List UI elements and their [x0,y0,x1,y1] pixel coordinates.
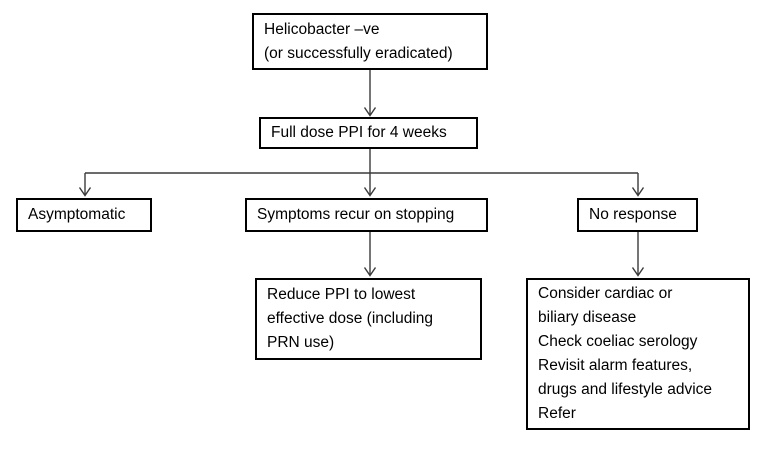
node-text-line: Symptoms recur on stopping [257,206,455,223]
node-asymptomatic: Asymptomatic [16,198,152,232]
arrow-helicobacter-to-fulldose [363,70,377,117]
node-full-dose-ppi: Full dose PPI for 4 weeks [259,117,478,149]
node-helicobacter-negative: Helicobacter –ve (or successfully eradic… [252,13,488,70]
node-text-line: Reduce PPI to lowest [267,286,416,303]
node-text-line: (or successfully eradicated) [264,44,453,62]
node-text-line: Check coeliac serology [538,333,698,350]
node-text-line: Asymptomatic [28,206,126,223]
node-text-line: Full dose PPI for 4 weeks [271,124,447,141]
node-text-line: drugs and lifestyle advice [538,381,713,398]
node-text-line: Revisit alarm features, [538,357,693,374]
node-text-line: Refer [538,405,576,422]
node-text-line: Consider cardiac or [538,285,673,302]
node-text-line: PRN use) [267,334,335,351]
node-consider-cardiac: Consider cardiac or biliary disease Chec… [526,278,750,430]
node-reduce-ppi: Reduce PPI to lowest effective dose (inc… [255,278,482,360]
arrow-symptoms-to-reduceppi [363,232,377,277]
node-text-line: Helicobacter –ve [264,20,380,38]
node-no-response: No response [577,198,698,232]
node-text-line: effective dose (including [267,310,434,327]
node-text-line: No response [589,206,677,223]
arrow-branch-to-noresponse [631,173,645,197]
arrow-branch-to-symptoms [363,173,377,197]
node-symptoms-recur: Symptoms recur on stopping [245,198,488,232]
arrow-branch-to-asymptomatic [78,173,92,197]
arrow-noresponse-to-cardiac [631,232,645,277]
node-text-line: biliary disease [538,309,637,326]
